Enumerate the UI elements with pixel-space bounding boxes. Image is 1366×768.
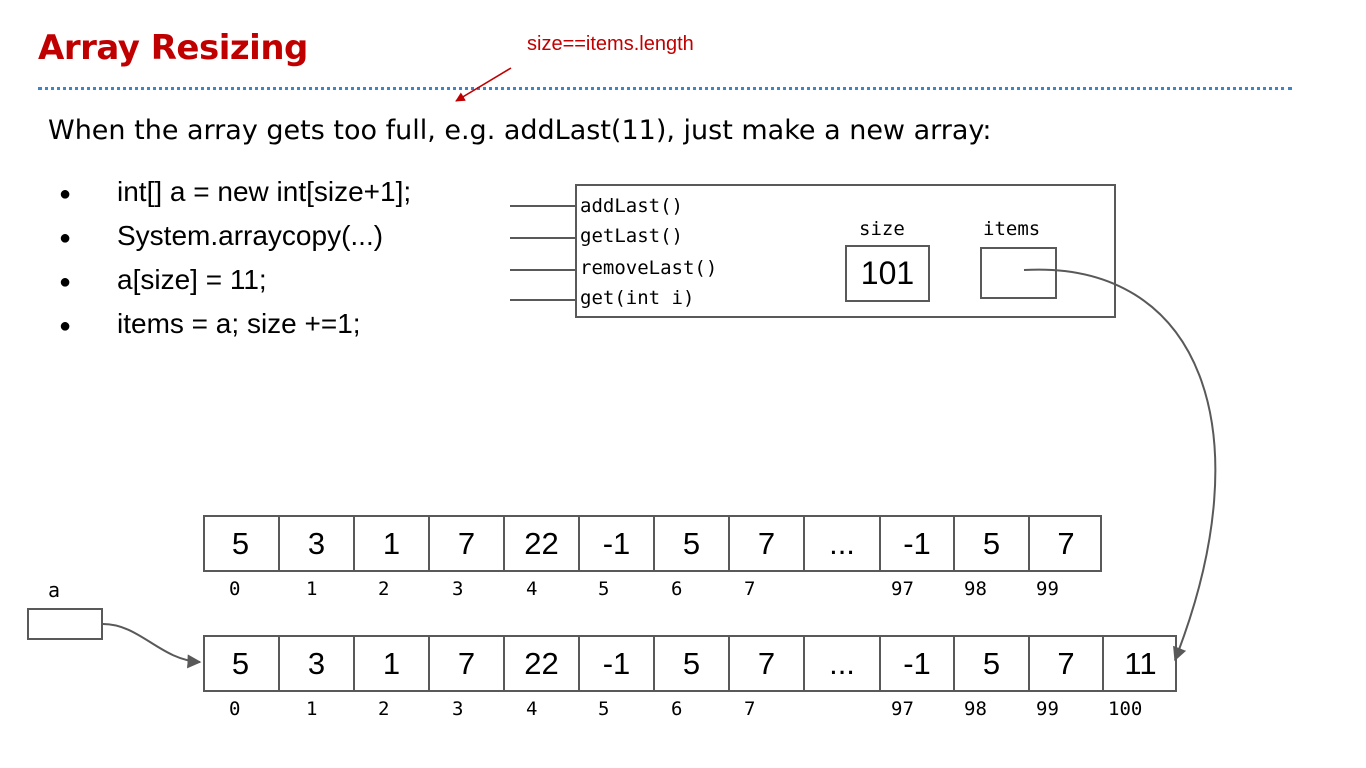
array-cell: 5 [231,525,250,561]
variable-a-box [27,608,103,640]
array-index: 3 [452,578,464,600]
array-index: 1 [306,698,318,720]
bullet-dot-icon: ● [59,227,72,249]
array-index: 7 [744,698,756,720]
array-index: 7 [744,578,756,600]
array-frame [203,635,1177,692]
array-cell: 5 [653,635,728,692]
array-cell: 5 [231,645,250,681]
array-cell: 7 [428,515,503,572]
array-cell: 1 [353,635,428,692]
array-cell: 1 [353,515,428,572]
bullet-text: int[] a = new int[size+1]; [117,176,412,207]
array-index: 97 [891,578,914,600]
items-field-box [980,247,1057,299]
array-cell: 3 [278,635,353,692]
array-cell: 5 [953,515,1028,572]
bullet-dot-icon: ● [59,315,72,337]
array-cell: ... [803,515,879,572]
bullet-text: System.arraycopy(...) [117,220,384,251]
method-get-last: getLast() [580,225,683,247]
array-cell: -1 [578,515,653,572]
method-remove-last: removeLast() [580,257,718,279]
array-cell: -1 [879,515,953,572]
method-get: get(int i) [580,287,695,309]
array-index: 99 [1036,578,1059,600]
array-index: 98 [964,698,987,720]
array-index: 0 [229,698,241,720]
array-index: 6 [671,698,683,720]
array-cell: 11 [1102,635,1177,692]
array-cell: -1 [879,635,953,692]
array-cell: 22 [503,515,578,572]
slide-title: Array Resizing [38,28,308,68]
title-divider [38,87,1292,90]
array-cell: 7 [728,515,803,572]
items-pointer-arrow [1023,268,1217,662]
array-index: 4 [526,698,538,720]
array-cell: 7 [1028,635,1102,692]
array-index: 6 [671,578,683,600]
array-cell: -1 [578,635,653,692]
array-index: 2 [378,578,390,600]
variable-a-label: a [48,578,61,602]
size-field-box [845,245,930,302]
variable-a-pointer-arrow [102,623,202,669]
array-cell: 7 [1028,515,1102,572]
bullet-text: a[size] = 11; [117,264,267,295]
array-index: 5 [598,698,610,720]
bullet-text: items = a; size +=1; [117,308,361,339]
alist-object-box [575,184,1116,318]
array-index: 97 [891,698,914,720]
array-cell: 3 [278,515,353,572]
bullet-dot-icon: ● [59,271,72,293]
size-field-value: 101 [860,255,915,291]
array-index: 0 [229,578,241,600]
array-index: 5 [598,578,610,600]
array-cell: 7 [728,635,803,692]
array-index: 98 [964,578,987,600]
array-cell: 7 [428,635,503,692]
array-index: 4 [526,578,538,600]
array-cell: 5 [653,515,728,572]
annotation-label: size==items.length [527,33,694,55]
array-index: 2 [378,698,390,720]
array-cell: ... [803,635,879,692]
annotation-arrow [455,67,512,102]
array-frame [203,515,1102,572]
items-field-label: items [983,218,1041,240]
bullet-dot-icon: ● [59,183,72,205]
intro-text: When the array gets too full, e.g. addLa… [48,115,992,146]
array-index: 99 [1036,698,1059,720]
array-cell: 22 [503,635,578,692]
method-add-last: addLast() [580,195,683,217]
array-index: 3 [452,698,464,720]
array-index: 1 [306,578,318,600]
array-index: 100 [1108,698,1143,720]
array-cell: 5 [953,635,1028,692]
size-field-label: size [859,218,905,240]
